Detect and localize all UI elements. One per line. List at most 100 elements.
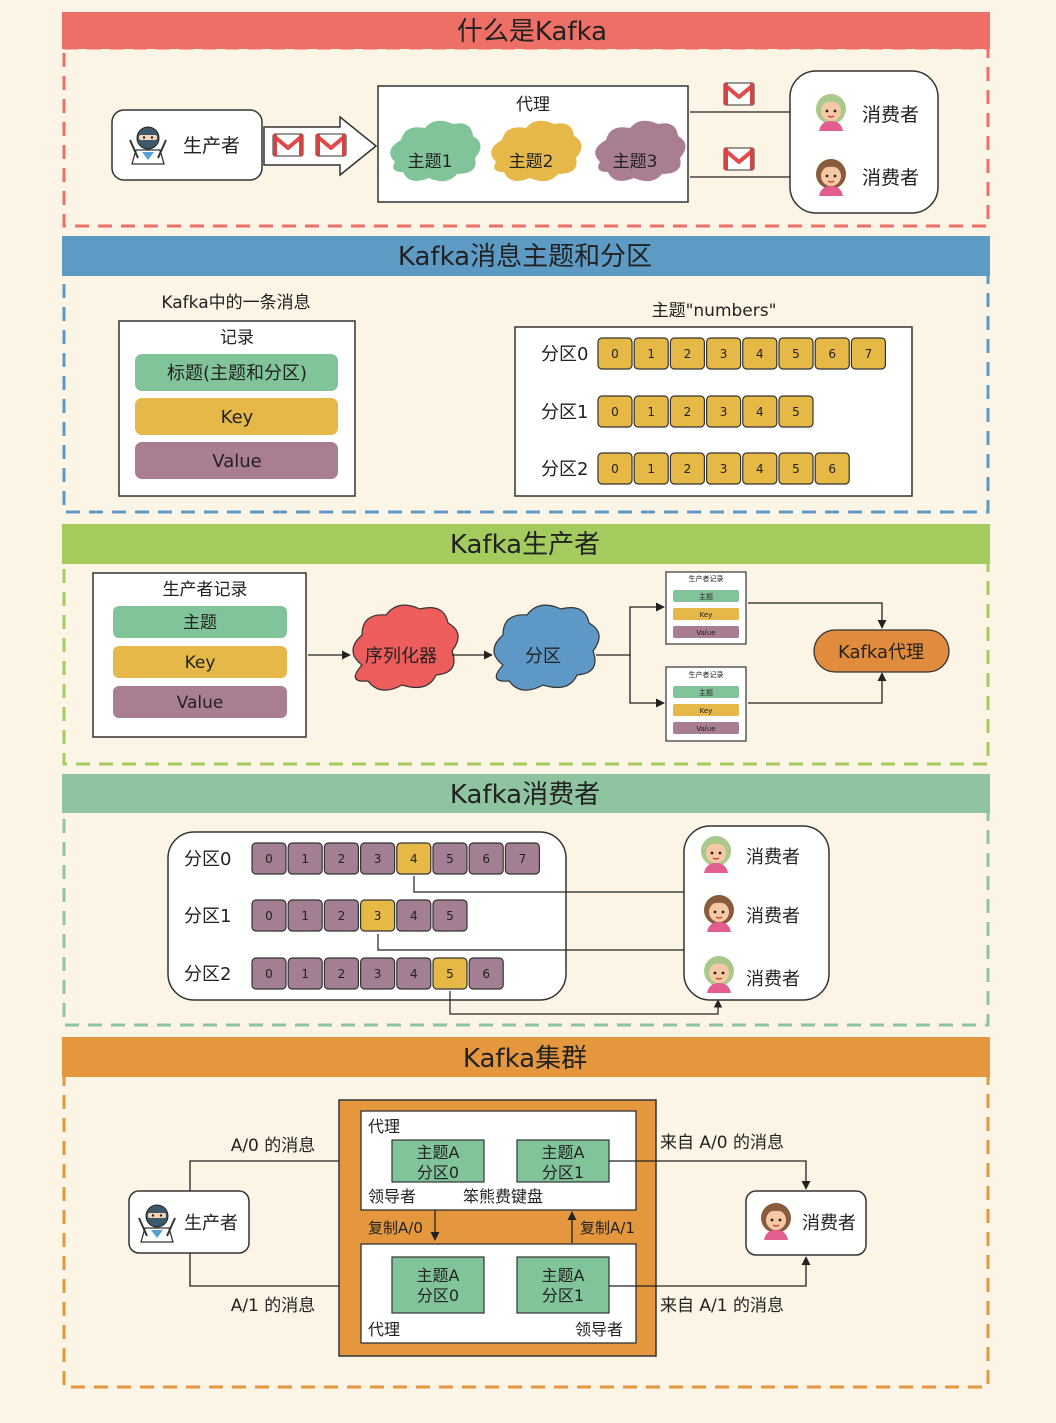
record-header-field xyxy=(135,354,338,391)
offset-cell xyxy=(633,452,669,485)
producer-box: 生产者 xyxy=(128,1190,250,1254)
offset-cell xyxy=(396,899,432,932)
section-title: Kafka消费者 xyxy=(450,780,600,810)
offset-cell xyxy=(287,899,323,932)
offset-value: 0 xyxy=(265,909,273,923)
mini-record-title: 生产者记录 xyxy=(689,670,724,679)
mini-field: Value xyxy=(696,629,715,637)
offset-cell xyxy=(323,842,359,875)
offset-value: 2 xyxy=(684,347,692,361)
offset-cell xyxy=(705,452,742,485)
mini-field: 主题 xyxy=(699,592,713,601)
value-field xyxy=(113,686,287,718)
topic-label: 主题3 xyxy=(613,152,658,172)
offset-cell xyxy=(742,337,778,370)
offset-value: 1 xyxy=(301,909,309,923)
mini-field: Value xyxy=(696,725,715,733)
partitioner-cloud: 分区 xyxy=(493,604,600,691)
consumer-label: 消费者 xyxy=(746,847,800,868)
mini-record-1: 生产者记录 主题 Key Value xyxy=(665,571,747,645)
offset-value: 5 xyxy=(446,909,454,923)
topic-label: 主题A xyxy=(542,1143,585,1162)
kafka-broker-pill: Kafka代理 xyxy=(813,629,950,673)
topic-label: 主题A xyxy=(417,1266,460,1285)
producer-label: 生产者 xyxy=(183,135,240,157)
offset-cell xyxy=(669,452,706,485)
offset-value: 5 xyxy=(792,405,800,419)
topic-field xyxy=(113,606,287,638)
offset-cell xyxy=(705,337,742,370)
message-caption: Kafka中的一条消息 xyxy=(161,293,310,313)
partition-label: 分区0 xyxy=(184,849,231,870)
field-label: 主题 xyxy=(183,613,217,633)
offset-cell xyxy=(360,899,396,932)
offset-cell xyxy=(778,452,814,485)
section-title: Kafka集群 xyxy=(463,1044,587,1074)
serializer-cloud: 序列化器 xyxy=(352,604,459,691)
offset-value: 6 xyxy=(828,347,836,361)
partition-label: 分区1 xyxy=(542,1163,584,1182)
offset-cell xyxy=(504,842,540,875)
offset-value: 4 xyxy=(410,909,418,923)
partition-label: 分区2 xyxy=(184,964,231,985)
offset-value: 4 xyxy=(410,967,418,981)
offset-value: 4 xyxy=(756,347,764,361)
offset-value: 3 xyxy=(374,852,382,866)
partition-a1-follower xyxy=(516,1139,610,1183)
broker-label: Kafka代理 xyxy=(838,642,924,663)
field-label: Key xyxy=(185,653,216,673)
offset-cell xyxy=(432,842,468,875)
offset-cell xyxy=(633,337,669,370)
consumer-label: 消费者 xyxy=(862,167,919,189)
offset-cell xyxy=(287,842,323,875)
mail-icon xyxy=(271,132,305,158)
mini-record-title: 生产者记录 xyxy=(689,574,724,583)
offset-value: 4 xyxy=(756,462,764,476)
offset-value: 1 xyxy=(647,347,655,361)
partition-label: 分区2 xyxy=(541,459,588,480)
broker-bottom: 主题A 分区0 主题A 分区1 代理 领导者 xyxy=(360,1243,637,1344)
offset-cell xyxy=(669,395,706,428)
mini-field: Key xyxy=(700,707,713,715)
topic-cloud-1: 主题1 xyxy=(390,120,481,182)
partition-a1-leader xyxy=(516,1256,610,1314)
offset-value: 0 xyxy=(611,347,619,361)
offset-value: 0 xyxy=(611,462,619,476)
offset-value: 3 xyxy=(720,405,728,419)
offset-cell xyxy=(468,842,504,875)
offset-value: 0 xyxy=(611,405,619,419)
field-label: Value xyxy=(177,693,224,713)
section-topics-partitions: Kafka消息主题和分区 Kafka中的一条消息 记录 标题(主题和分区) Ke… xyxy=(62,236,990,514)
topic-cloud-3: 主题3 xyxy=(595,120,686,182)
section-header-bar xyxy=(62,524,990,564)
consumer-label: 消费者 xyxy=(802,1213,856,1234)
offset-value: 6 xyxy=(482,967,490,981)
offset-cell xyxy=(597,395,633,428)
offset-value: 6 xyxy=(482,852,490,866)
mail-icon xyxy=(722,146,756,172)
offset-value: 2 xyxy=(684,405,692,419)
broker-label: 代理 xyxy=(516,95,550,115)
section-title: Kafka生产者 xyxy=(450,530,600,560)
offset-cell xyxy=(287,957,323,990)
topic-caption: 主题"numbers" xyxy=(652,301,777,321)
section-header-bar xyxy=(62,1037,990,1077)
record-title: 生产者记录 xyxy=(163,580,248,600)
offset-value: 1 xyxy=(301,852,309,866)
record-label: 记录 xyxy=(220,328,254,348)
producer-box: 生产者 xyxy=(111,109,263,181)
offset-cell xyxy=(396,842,432,875)
partitioner-label: 分区 xyxy=(525,646,561,667)
leader-label: 领导者 xyxy=(575,1320,623,1339)
copy-a0-label: 复制A/0 xyxy=(368,1219,423,1237)
section-header-bar xyxy=(62,12,990,49)
section-header-bar xyxy=(62,774,990,813)
from-a1-label: 来自 A/1 的消息 xyxy=(660,1296,784,1316)
field-label: Value xyxy=(212,451,261,472)
offset-value: 5 xyxy=(792,462,800,476)
offset-value: 5 xyxy=(792,347,800,361)
offset-cell xyxy=(251,899,287,932)
